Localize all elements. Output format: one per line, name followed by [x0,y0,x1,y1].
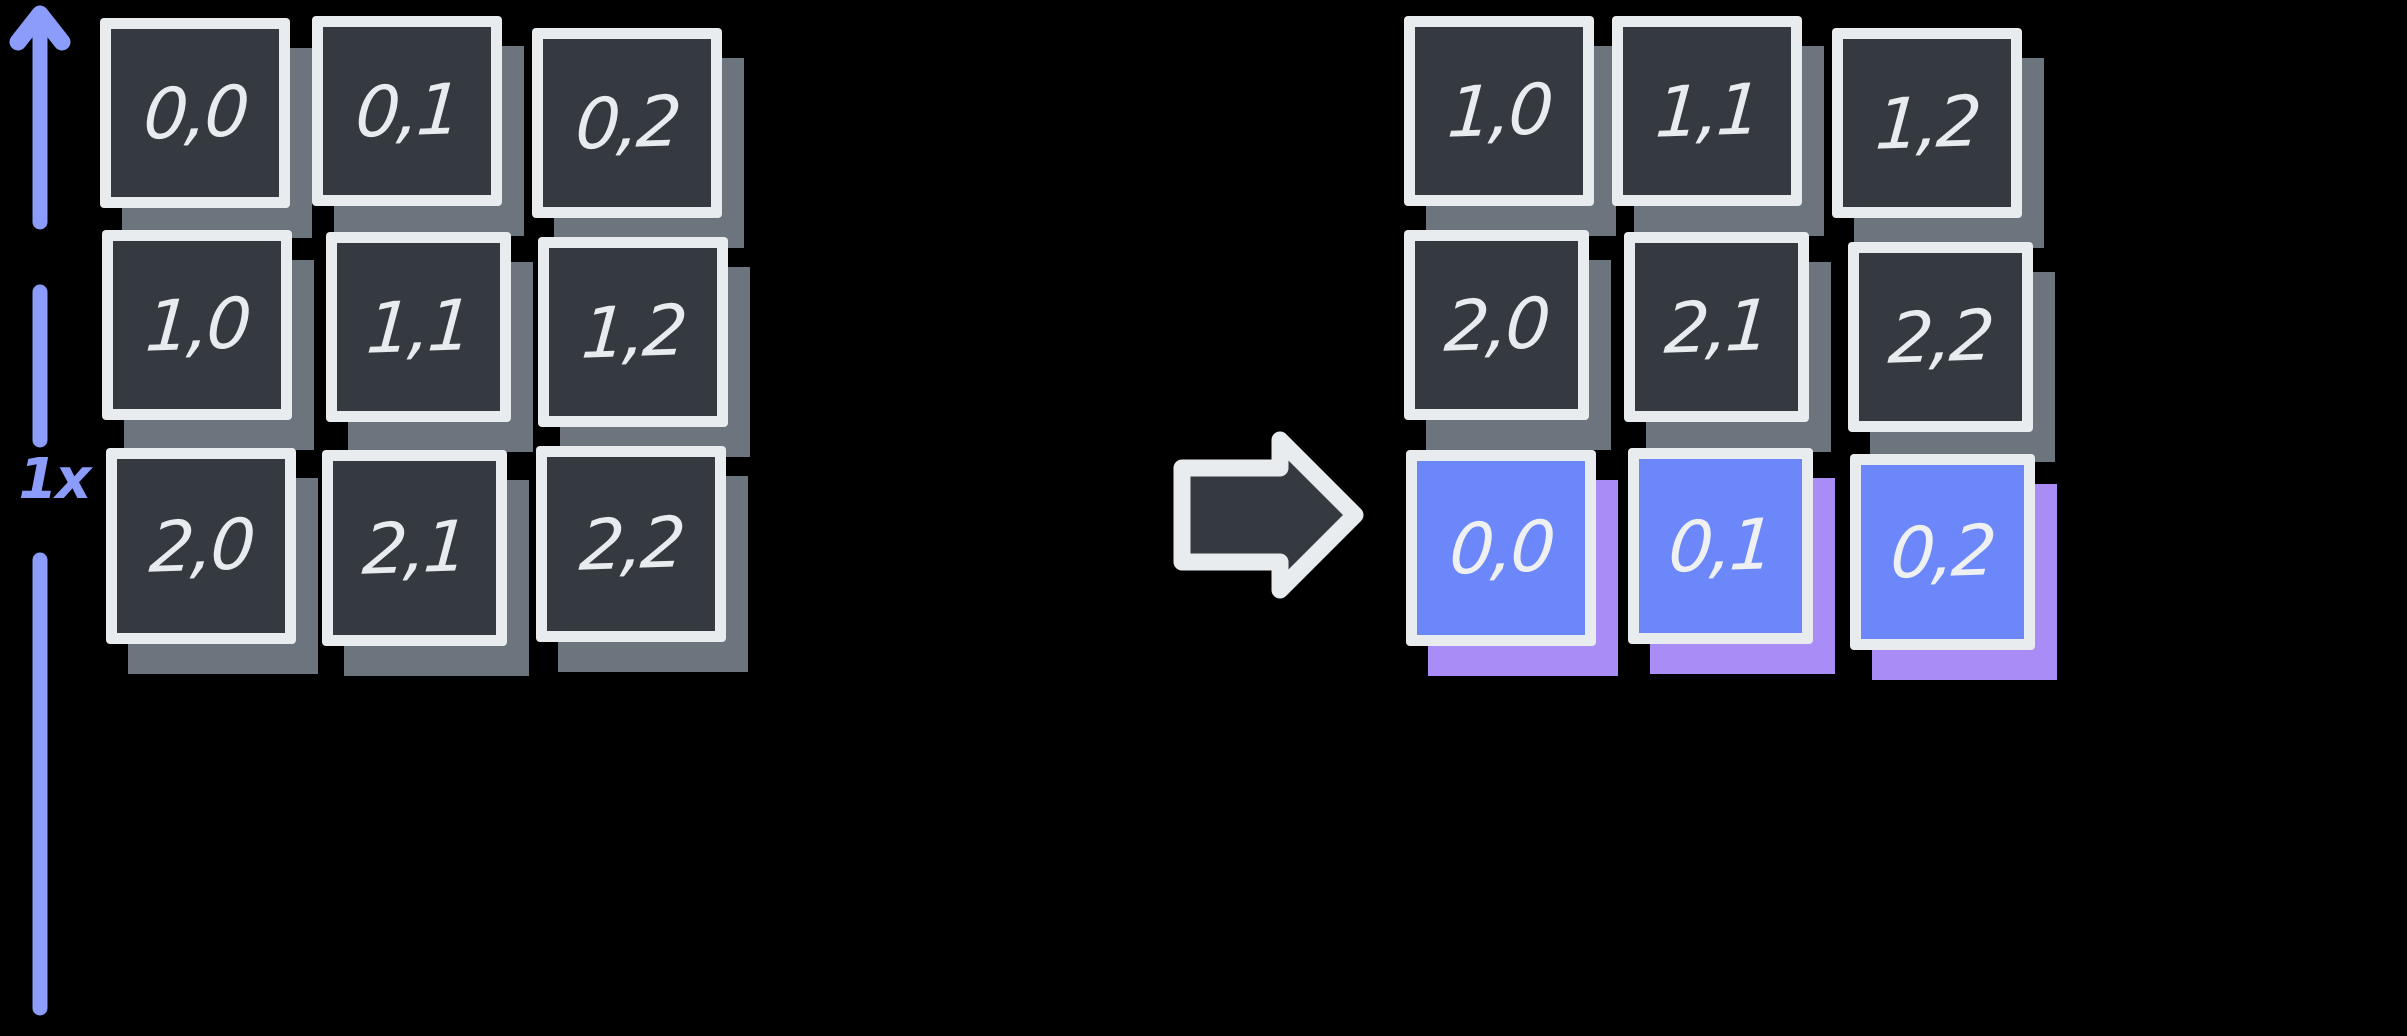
cell-0-0[interactable]: 0,0 [100,18,312,238]
cell-face: 2,1 [1635,243,1798,411]
source-grid: 0,0 0,1 0,2 1,0 [100,0,1160,1032]
up-arrow-icon [9,5,71,1016]
result-cell-0-0[interactable]: 1,0 [1404,16,1616,236]
cell-face: 1,0 [1415,27,1583,195]
cell-face: 0,2 [543,39,711,207]
cell-0-2[interactable]: 0,2 [532,28,744,248]
cell-face: 2,2 [1859,253,2022,421]
cell-face: 0,1 [323,27,491,195]
result-cell-2-0[interactable]: 0,0 [1406,450,1618,676]
cell-2-2[interactable]: 2,2 [536,446,748,672]
right-block-arrow-icon [1173,431,1364,599]
cell-2-1[interactable]: 2,1 [322,450,529,676]
result-cell-0-1[interactable]: 1,1 [1612,16,1824,236]
cell-face: 1,0 [113,241,281,409]
cell-label: 0,2 [572,80,682,166]
cell-label: 0,1 [352,68,462,154]
result-cell-1-1[interactable]: 2,1 [1624,232,1831,452]
scale-axis: 1x [0,0,120,1032]
cell-face: 2,2 [547,457,715,631]
cell-face: 2,0 [117,459,285,633]
result-cell-2-1[interactable]: 0,1 [1628,448,1835,674]
cell-label: 1,2 [578,289,688,375]
cell-label: 2,0 [1442,282,1551,368]
transform-arrow [1160,420,1370,610]
cell-label: 0,0 [1446,505,1556,591]
cell-0-1[interactable]: 0,1 [312,16,524,236]
cell-label: 1,1 [1652,68,1762,154]
cell-label: 2,2 [576,501,686,587]
scale-label: 1x [18,447,91,512]
cell-face: 1,1 [1623,27,1791,195]
cell-label: 1,0 [142,282,252,368]
cell-label: 0,1 [1666,503,1775,589]
cell-2-0[interactable]: 2,0 [106,448,318,674]
cell-face: 2,1 [333,461,496,635]
cell-face: 0,0 [111,29,279,197]
cell-label: 2,1 [360,505,469,591]
cell-face: 1,1 [337,243,500,411]
cell-label: 2,0 [146,503,256,589]
cell-label: 1,2 [1872,80,1982,166]
result-cell-1-2[interactable]: 2,2 [1848,242,2055,462]
result-cell-0-2[interactable]: 1,2 [1832,28,2044,248]
result-cell-2-2[interactable]: 0,2 [1850,454,2057,680]
cell-face: 0,2 [1861,465,2024,639]
cell-label: 0,0 [140,70,250,156]
cell-label: 1,1 [364,284,473,370]
cell-label: 1,0 [1444,68,1554,154]
cell-label: 2,1 [1662,284,1771,370]
cell-1-2[interactable]: 1,2 [538,237,750,457]
cell-1-0[interactable]: 1,0 [102,230,314,450]
result-grid: 1,0 1,1 1,2 2,0 [1400,0,2407,1032]
cell-label: 2,2 [1886,294,1995,380]
cell-face: 1,2 [549,248,717,416]
cell-face: 0,1 [1639,459,1802,633]
result-cell-1-0[interactable]: 2,0 [1404,230,1611,450]
cell-label: 0,2 [1888,509,1997,595]
cell-face: 0,0 [1417,461,1585,635]
cell-face: 1,2 [1843,39,2011,207]
cell-1-1[interactable]: 1,1 [326,232,533,452]
cell-face: 2,0 [1415,241,1578,409]
